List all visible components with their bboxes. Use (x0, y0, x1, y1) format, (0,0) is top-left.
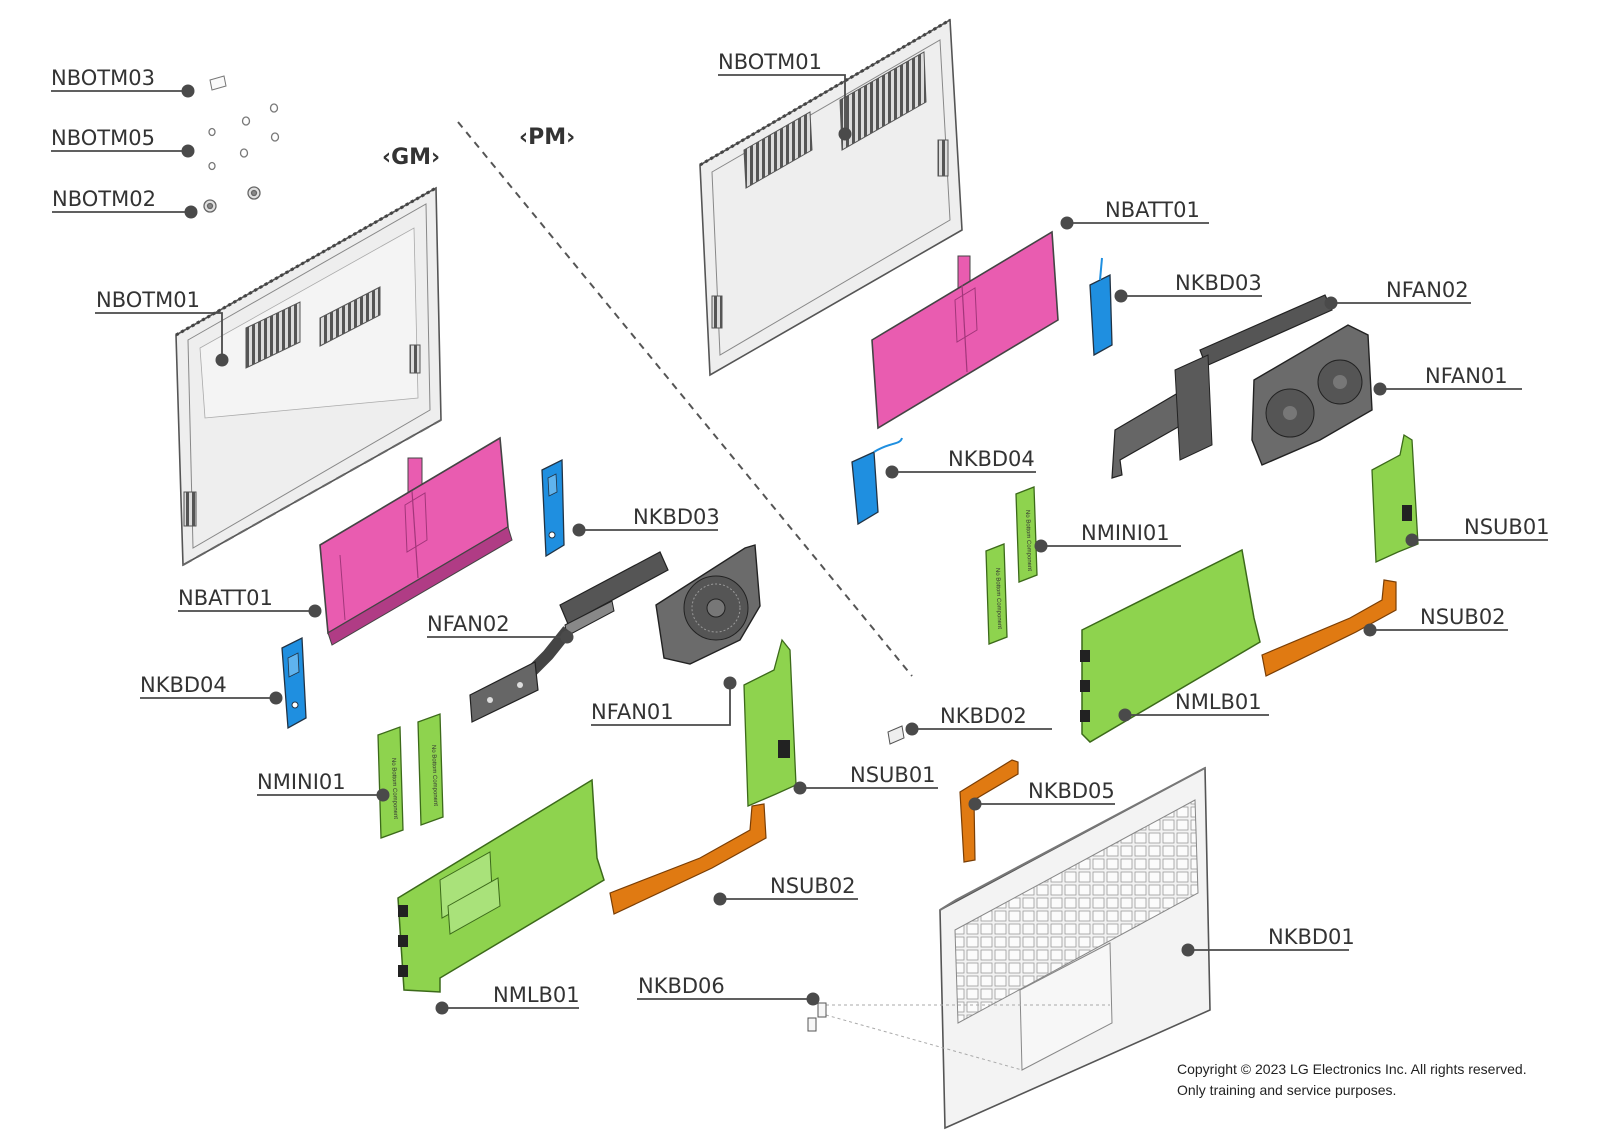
gm-nbotm03-pad (209, 75, 227, 91)
label-nkbd05: NKBD05 (1028, 779, 1115, 803)
label-pm-nfan02: NFAN02 (1386, 278, 1469, 302)
nkbd06-parts (807, 1002, 827, 1032)
leader-dots (181, 84, 1419, 1015)
pm-nmlb01-board (1080, 548, 1261, 743)
label-pm-nkbd03: NKBD03 (1175, 271, 1262, 295)
label-gm-nsub02: NSUB02 (770, 874, 856, 898)
pm-nmini01-modules (985, 486, 1038, 645)
label-gm-nbotm01: NBOTM01 (96, 288, 200, 312)
label-gm-nkbd04: NKBD04 (140, 673, 227, 697)
copyright-line-2: Only training and service purposes. (1177, 1082, 1397, 1098)
copyright-notice: Copyright © 2023 LG Electronics Inc. All… (1177, 1059, 1527, 1101)
pm-fan (1251, 324, 1373, 466)
pm-nkbd03-bracket (1089, 257, 1113, 357)
gm-pm-divider (457, 121, 913, 677)
nkbd02-clip (887, 725, 905, 745)
label-gm-nfan01: NFAN01 (591, 700, 674, 724)
label-nkbd01: NKBD01 (1268, 925, 1355, 949)
pm-nkbd04-bracket (851, 437, 903, 526)
pm-heat-pipe (1111, 294, 1333, 479)
pm-mini-text-1: No Bottom Component (994, 568, 1002, 630)
label-gm-nmlb01: NMLB01 (493, 983, 580, 1007)
gm-nbotm02-feet (203, 186, 261, 213)
gm-bottom-cover (175, 186, 442, 567)
label-gm-nbatt01: NBATT01 (178, 586, 273, 610)
gm-battery (319, 436, 513, 646)
gm-nsub01-board (743, 638, 797, 807)
nkbd01-top-case (825, 766, 1211, 1130)
gm-mini-text-1: No Bottom Component (390, 758, 398, 820)
gm-mini-text-2: No Bottom Component (430, 745, 438, 807)
gm-nbotm05-screws (208, 103, 280, 171)
pm-nsub01-board (1371, 433, 1419, 563)
gm-nmlb01-board (397, 778, 605, 993)
section-gm-heading: ‹GM› (382, 145, 441, 170)
pm-nsub02-cable (1261, 579, 1397, 677)
label-pm-nkbd04: NKBD04 (948, 447, 1035, 471)
label-gm-nsub01: NSUB01 (850, 763, 936, 787)
nkbd05-cable (959, 759, 1019, 863)
label-pm-nmini01: NMINI01 (1081, 521, 1170, 545)
gm-nkbd04-bracket (281, 636, 307, 730)
pm-battery (871, 230, 1059, 430)
label-nkbd02: NKBD02 (940, 704, 1027, 728)
label-pm-nfan01: NFAN01 (1425, 364, 1508, 388)
label-gm-nfan02: NFAN02 (427, 612, 510, 636)
label-gm-nkbd03: NKBD03 (633, 505, 720, 529)
gm-nsub02-cable (609, 803, 767, 915)
section-pm-heading: ‹PM› (519, 125, 576, 150)
label-pm-nbotm01: NBOTM01 (718, 50, 822, 74)
pm-mini-text-2: No Bottom Component (1024, 510, 1032, 572)
label-gm-nbotm03: NBOTM03 (51, 66, 155, 90)
copyright-line-1: Copyright © 2023 LG Electronics Inc. All… (1177, 1061, 1527, 1077)
label-pm-nmlb01: NMLB01 (1175, 690, 1262, 714)
label-gm-nbotm05: NBOTM05 (51, 126, 155, 150)
label-pm-nbatt01: NBATT01 (1105, 198, 1200, 222)
pm-bottom-cover (699, 18, 963, 377)
label-gm-nbotm02: NBOTM02 (52, 187, 156, 211)
label-nkbd06: NKBD06 (638, 974, 725, 998)
label-pm-nsub01: NSUB01 (1464, 515, 1550, 539)
label-pm-nsub02: NSUB02 (1420, 605, 1506, 629)
gm-nkbd03-bracket (541, 458, 565, 558)
gm-fan (655, 544, 761, 665)
label-gm-nmini01: NMINI01 (257, 770, 346, 794)
leader-lines (51, 74, 1548, 1009)
gm-nmini01-modules (377, 713, 444, 839)
